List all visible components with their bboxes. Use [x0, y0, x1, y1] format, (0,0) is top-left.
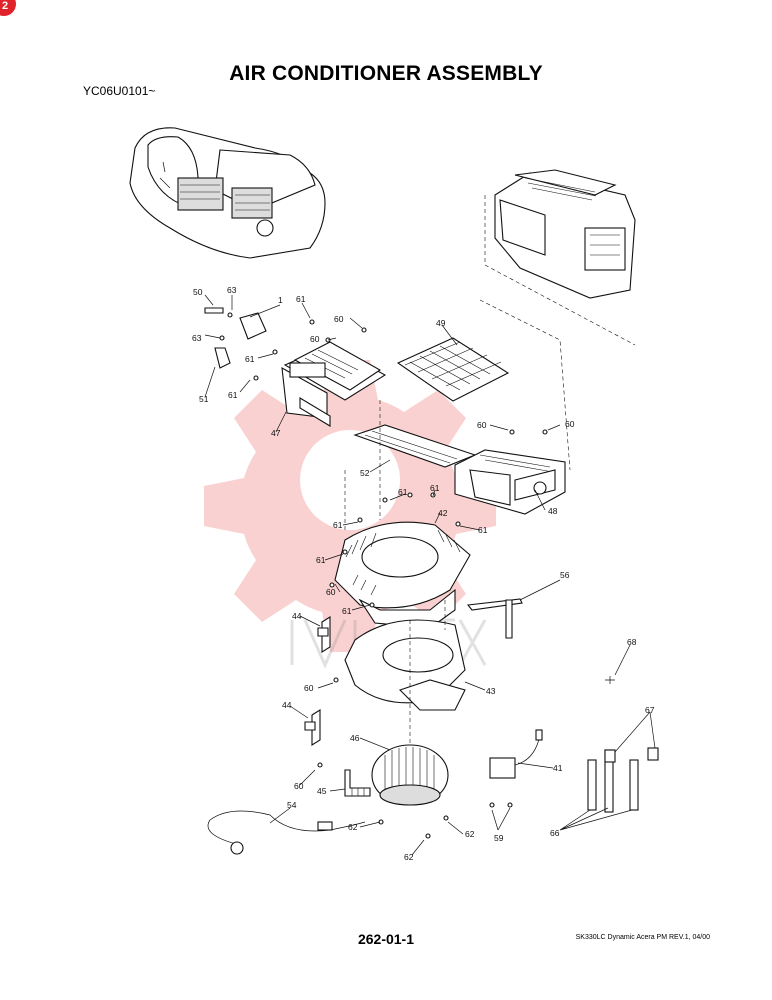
bracket-44-lower: [304, 709, 321, 746]
callout-68: 68: [627, 637, 637, 647]
leader-lines: [204, 294, 656, 856]
upper-duct-housing: [281, 341, 387, 427]
callout-60: 60: [565, 419, 575, 429]
blower-motor-fan: [371, 744, 449, 806]
page-corner-badge: 2: [0, 0, 16, 16]
callout-45: 45: [317, 786, 327, 796]
callout-47: 47: [271, 428, 281, 438]
callout-61: 61: [333, 520, 343, 530]
page-number: 262-01-1: [357, 931, 415, 947]
callout-63: 63: [192, 333, 202, 343]
callout-61: 61: [316, 555, 326, 565]
callout-51: 51: [199, 394, 209, 404]
cab-inset-view: [129, 127, 326, 259]
callout-67: 67: [645, 705, 655, 715]
page-title: AIR CONDITIONER ASSEMBLY: [229, 62, 543, 85]
callout-54: 54: [287, 800, 297, 810]
wire-harness-54: [207, 810, 366, 855]
callout-60: 60: [326, 587, 336, 597]
callout-44: 44: [292, 611, 302, 621]
callout-42: 42: [438, 508, 448, 518]
footer-revision-text: SK330LC Dynamic Acera PM REV.1, 04/00: [575, 934, 710, 941]
callout-60: 60: [477, 420, 487, 430]
lower-duct-housing: [454, 449, 566, 515]
grommet-68: [605, 676, 615, 684]
serial-range: YC06U0101~: [83, 84, 156, 98]
callout-41: 41: [553, 763, 563, 773]
callout-62: 62: [404, 852, 414, 862]
air-filter-panel: [396, 337, 510, 402]
callout-46: 46: [350, 733, 360, 743]
callout-62: 62: [348, 822, 358, 832]
caps-67: [604, 747, 659, 763]
callout-61: 61: [430, 483, 440, 493]
callout-60: 60: [310, 334, 320, 344]
callout-44: 44: [282, 700, 292, 710]
callout-49: 49: [436, 318, 446, 328]
blower-upper-scroll: [334, 521, 471, 629]
actuator-parts-top-left: [204, 307, 267, 369]
callout-48: 48: [548, 506, 558, 516]
callout-60: 60: [304, 683, 314, 693]
callout-43: 43: [486, 686, 496, 696]
callout-60: 60: [334, 314, 344, 324]
callout-1: 1: [278, 295, 283, 305]
callout-62: 62: [465, 829, 475, 839]
callout-60: 60: [294, 781, 304, 791]
callout-56: 56: [560, 570, 570, 580]
callout-61: 61: [296, 294, 306, 304]
callout-61: 61: [228, 390, 238, 400]
callout-63: 63: [227, 285, 237, 295]
hvac-unit-inset-view: [484, 169, 636, 346]
resistor-41: [489, 729, 543, 779]
callout-52: 52: [360, 468, 370, 478]
hose-45: [344, 769, 371, 797]
callout-59: 59: [494, 833, 504, 843]
blower-lower-housing: [344, 619, 466, 711]
bracket-44-upper: [317, 616, 331, 653]
bracket-strip-56: [466, 598, 523, 639]
callout-61: 61: [478, 525, 488, 535]
callout-61: 61: [342, 606, 352, 616]
part-callouts: 50 63 1 63 51 61 61 61 60 60 49 47 52 60…: [192, 285, 655, 862]
callout-50: 50: [193, 287, 203, 297]
callout-61: 61: [245, 354, 255, 364]
callout-66: 66: [550, 828, 560, 838]
callout-61: 61: [398, 487, 408, 497]
